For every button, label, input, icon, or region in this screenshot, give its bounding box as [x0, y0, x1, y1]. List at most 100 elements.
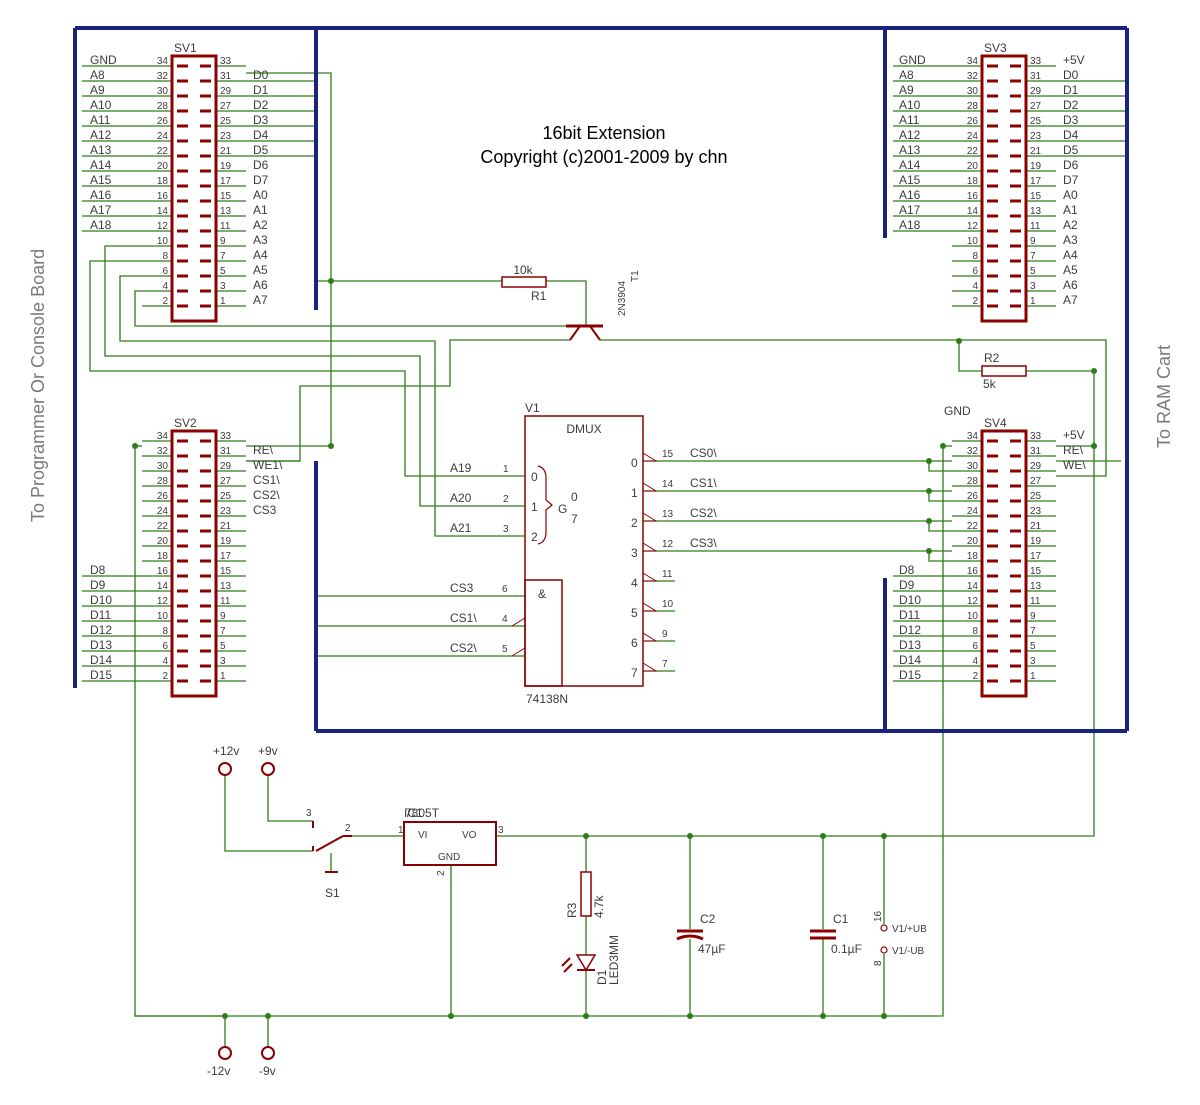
- ub-minus-label: V1/-UB: [892, 946, 925, 957]
- sv2-pin-label: D15: [90, 668, 112, 682]
- sv1-pin-label: D2: [253, 98, 269, 112]
- r3-value: 4.7k: [592, 894, 606, 918]
- sv1-pin-label: GND: [90, 53, 117, 67]
- junction-dot: [687, 833, 693, 839]
- ic1-vo: VO: [462, 830, 477, 841]
- dmux-neg-mark: [642, 512, 658, 522]
- c1-ref: C1: [833, 912, 849, 926]
- sv1-pin-label: A10: [90, 98, 112, 112]
- sv2-pin-number: 25: [220, 491, 232, 502]
- sv3-pin-number: 21: [1030, 146, 1042, 157]
- sv3-pin-number: 12: [967, 221, 979, 232]
- dmux-enable-net: CS1\: [450, 611, 477, 625]
- dmux-output-pin: 9: [662, 629, 668, 640]
- sv2-pin-label: RE\: [253, 443, 274, 457]
- junction-dot: [1091, 443, 1097, 449]
- minus12-wire: [135, 1015, 226, 1047]
- sv1-pin-label: A14: [90, 158, 112, 172]
- sv4-pin-number: 22: [967, 521, 979, 532]
- sv4-pin-label: D8: [899, 563, 915, 577]
- sv2-pin-number: 2: [162, 671, 168, 682]
- sv1-pin-label: D6: [253, 158, 269, 172]
- sv1-pin-number: 34: [157, 56, 169, 67]
- sv4-pin-number: 2: [972, 671, 978, 682]
- sv3-pin-label: A4: [1063, 248, 1078, 262]
- sv4-pin-label: D9: [899, 578, 915, 592]
- sv1-pin-label: A5: [253, 263, 268, 277]
- re-wire: [246, 72, 332, 447]
- sv1-pin-number: 17: [220, 176, 232, 187]
- sv1-pin-label: A1: [253, 203, 268, 217]
- sv4-pin-number: 9: [1030, 611, 1036, 622]
- sv2-pin-number: 11: [220, 596, 231, 607]
- sv3-pin-label: D4: [1063, 128, 1079, 142]
- sv1-pin4-wire: [134, 290, 566, 327]
- sv4-pin-number: 15: [1030, 566, 1042, 577]
- junction-dot: [132, 443, 138, 449]
- sv4-pin-number: 30: [967, 461, 979, 472]
- t1-part: 2N3904: [617, 281, 628, 316]
- sv3-pin-number: 27: [1030, 101, 1042, 112]
- dmux-g0: 0: [571, 490, 578, 504]
- sv3-pin-label: A5: [1063, 263, 1078, 277]
- title-line-1: 16bit Extension: [542, 123, 665, 143]
- sv3-pin-label: D3: [1063, 113, 1079, 127]
- sv3-pin-number: 13: [1030, 206, 1042, 217]
- sv4-pin-number: 4: [972, 656, 978, 667]
- sv4-pin-label: D10: [899, 593, 921, 607]
- sv3-pin-number: 16: [967, 191, 979, 202]
- title-line-2: Copyright (c)2001-2009 by chn: [480, 147, 727, 167]
- sv1-pin-number: 20: [157, 161, 169, 172]
- r3-body: [580, 871, 592, 917]
- sv4-top-label: GND: [944, 404, 971, 418]
- c2-plate-curved: [676, 934, 704, 941]
- sv3-pin-number: 34: [967, 56, 979, 67]
- t1-collector: [569, 325, 581, 341]
- sv3-pin-label: D2: [1063, 98, 1079, 112]
- sv2-pin-number: 10: [157, 611, 169, 622]
- sv4-pin-number: 7: [1030, 626, 1036, 637]
- sv3-pin-label: A6: [1063, 278, 1078, 292]
- ub-plus-label: V1/+UB: [892, 924, 927, 935]
- sv4-pin-number: 5: [1030, 641, 1036, 652]
- sv4-pin-number: 8: [972, 626, 978, 637]
- sv1-pin-number: 2: [162, 296, 168, 307]
- sv3-name: SV3: [984, 41, 1007, 55]
- junction-dot: [687, 1013, 693, 1019]
- sv2-pin-number: 7: [220, 626, 226, 637]
- r2-value: 5k: [983, 377, 997, 391]
- ic1-gnd: GND: [438, 852, 460, 863]
- d1-arrow: [561, 957, 571, 967]
- sv2-pin-number: 21: [220, 521, 232, 532]
- r2-body: [981, 365, 1027, 377]
- side-label-right: To RAM Cart: [1154, 345, 1174, 448]
- sv4-pin-number: 1: [1030, 671, 1036, 682]
- dmux-enable-pin: 5: [502, 644, 508, 655]
- dmux-ref: V1: [525, 401, 540, 415]
- sv1-pin-number: 6: [162, 266, 168, 277]
- sv1-pin-number: 7: [220, 251, 226, 262]
- sv2-pin-label: D12: [90, 623, 112, 637]
- dmux-input-net: A19: [450, 461, 472, 475]
- sv4-pin-number: 27: [1030, 476, 1042, 487]
- ic1-pin3: 3: [498, 825, 504, 836]
- sv4-pin-number: 23: [1030, 506, 1042, 517]
- sv3-pin-label: A8: [899, 68, 914, 82]
- sv1-pin-number: 21: [220, 146, 232, 157]
- dmux-enable-net: CS2\: [450, 641, 477, 655]
- sv1-pin-label: A18: [90, 218, 112, 232]
- sv3-pin-number: 24: [967, 131, 979, 142]
- r1-value: 10k: [513, 263, 533, 277]
- sv2-pin-number: 5: [220, 641, 226, 652]
- sv1-pin-label: A7: [253, 293, 268, 307]
- components: [170, 54, 1028, 1060]
- dmux-neg-mark: [642, 662, 658, 672]
- dmux-g7: 7: [571, 512, 578, 526]
- dmux-input-net: A20: [450, 491, 472, 505]
- sv2-pin-label: D11: [90, 608, 111, 622]
- pad-plus9: [261, 762, 275, 776]
- dmux-output-number: 0: [631, 456, 638, 470]
- sv1-pin-number: 28: [157, 101, 169, 112]
- dmux-brace: [537, 465, 553, 545]
- c2-ref: C2: [700, 912, 716, 926]
